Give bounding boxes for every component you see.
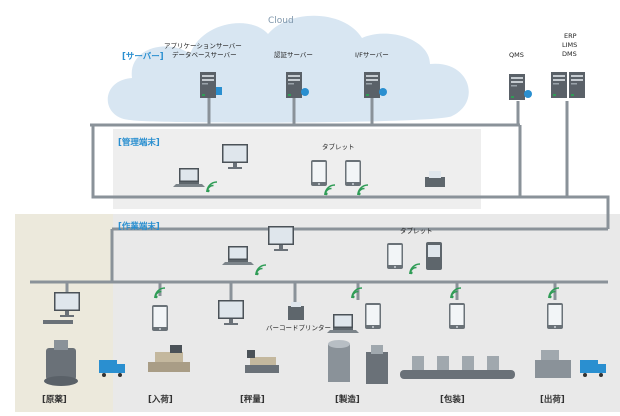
server-section-label: [サーバー]	[122, 52, 164, 62]
erp-label: ERP	[564, 32, 577, 40]
auth-badge-icon	[301, 88, 309, 96]
mgmt-tablet-icon-b	[345, 160, 361, 186]
process-weighing-label: [秤量]	[240, 395, 265, 405]
if-server-icon	[364, 72, 380, 98]
packaging-tablet-icon	[449, 303, 465, 329]
api-truck-icon	[99, 360, 125, 377]
process-shipping-label: [出荷]	[540, 395, 565, 405]
mgmt-tablet-label: タブレット	[322, 143, 355, 151]
db-badge-icon	[216, 87, 222, 95]
mfg-machine-icon	[328, 340, 388, 384]
erp-server-icon-a	[551, 72, 567, 98]
work-tablet-icon	[387, 243, 403, 269]
packaging-conveyor-icon	[400, 356, 515, 379]
auth-server-label: 認証サーバー	[274, 51, 313, 59]
mgmt-tablet-icon-a	[311, 160, 327, 186]
api-tank-icon	[44, 340, 78, 386]
barcode-printer-label: バーコードプリンター	[266, 324, 331, 332]
qms-server-icon	[509, 74, 525, 100]
management-section-label: [管理端末]	[118, 138, 160, 148]
process-packaging-label: [包装]	[440, 395, 465, 405]
cloud-title: Cloud	[268, 16, 294, 26]
process-api-label: [原薬]	[42, 395, 67, 405]
shipping-boxes-icon	[535, 350, 571, 378]
cloud-shape	[107, 15, 469, 123]
api-keyboard-icon	[43, 320, 73, 324]
dms-label: DMS	[562, 50, 577, 58]
work-handheld-icon	[426, 242, 442, 270]
lims-label: LIMS	[562, 41, 578, 49]
shipping-tablet-icon	[547, 303, 563, 329]
network-lines	[30, 97, 610, 306]
app-db-server-icon	[200, 72, 216, 98]
process-receiving-label: [入荷]	[148, 395, 173, 405]
if-server-label: I/Fサーバー	[355, 51, 389, 59]
erp-server-icon-b	[569, 72, 585, 98]
qms-label: QMS	[509, 51, 524, 59]
receiving-pallet-icon	[148, 345, 190, 372]
receiving-tablet-icon	[152, 305, 168, 331]
qms-badge-icon	[524, 90, 532, 98]
work-tablet-label: タブレット	[400, 227, 433, 235]
mfg-tablet-icon	[365, 303, 381, 329]
weighing-scale-icon	[245, 350, 279, 373]
work-section-label: [作業端末]	[118, 222, 160, 232]
if-globe-icon	[379, 88, 387, 96]
process-manufacturing-label: [製造]	[335, 395, 360, 405]
app-server-label: アプリケーションサーバー	[164, 42, 242, 50]
barcode-printer-icon	[288, 302, 304, 320]
db-server-label: データベースサーバー	[172, 51, 237, 59]
auth-server-icon	[286, 72, 302, 98]
shipping-truck-icon	[580, 360, 606, 377]
mgmt-printer-icon	[425, 171, 445, 187]
